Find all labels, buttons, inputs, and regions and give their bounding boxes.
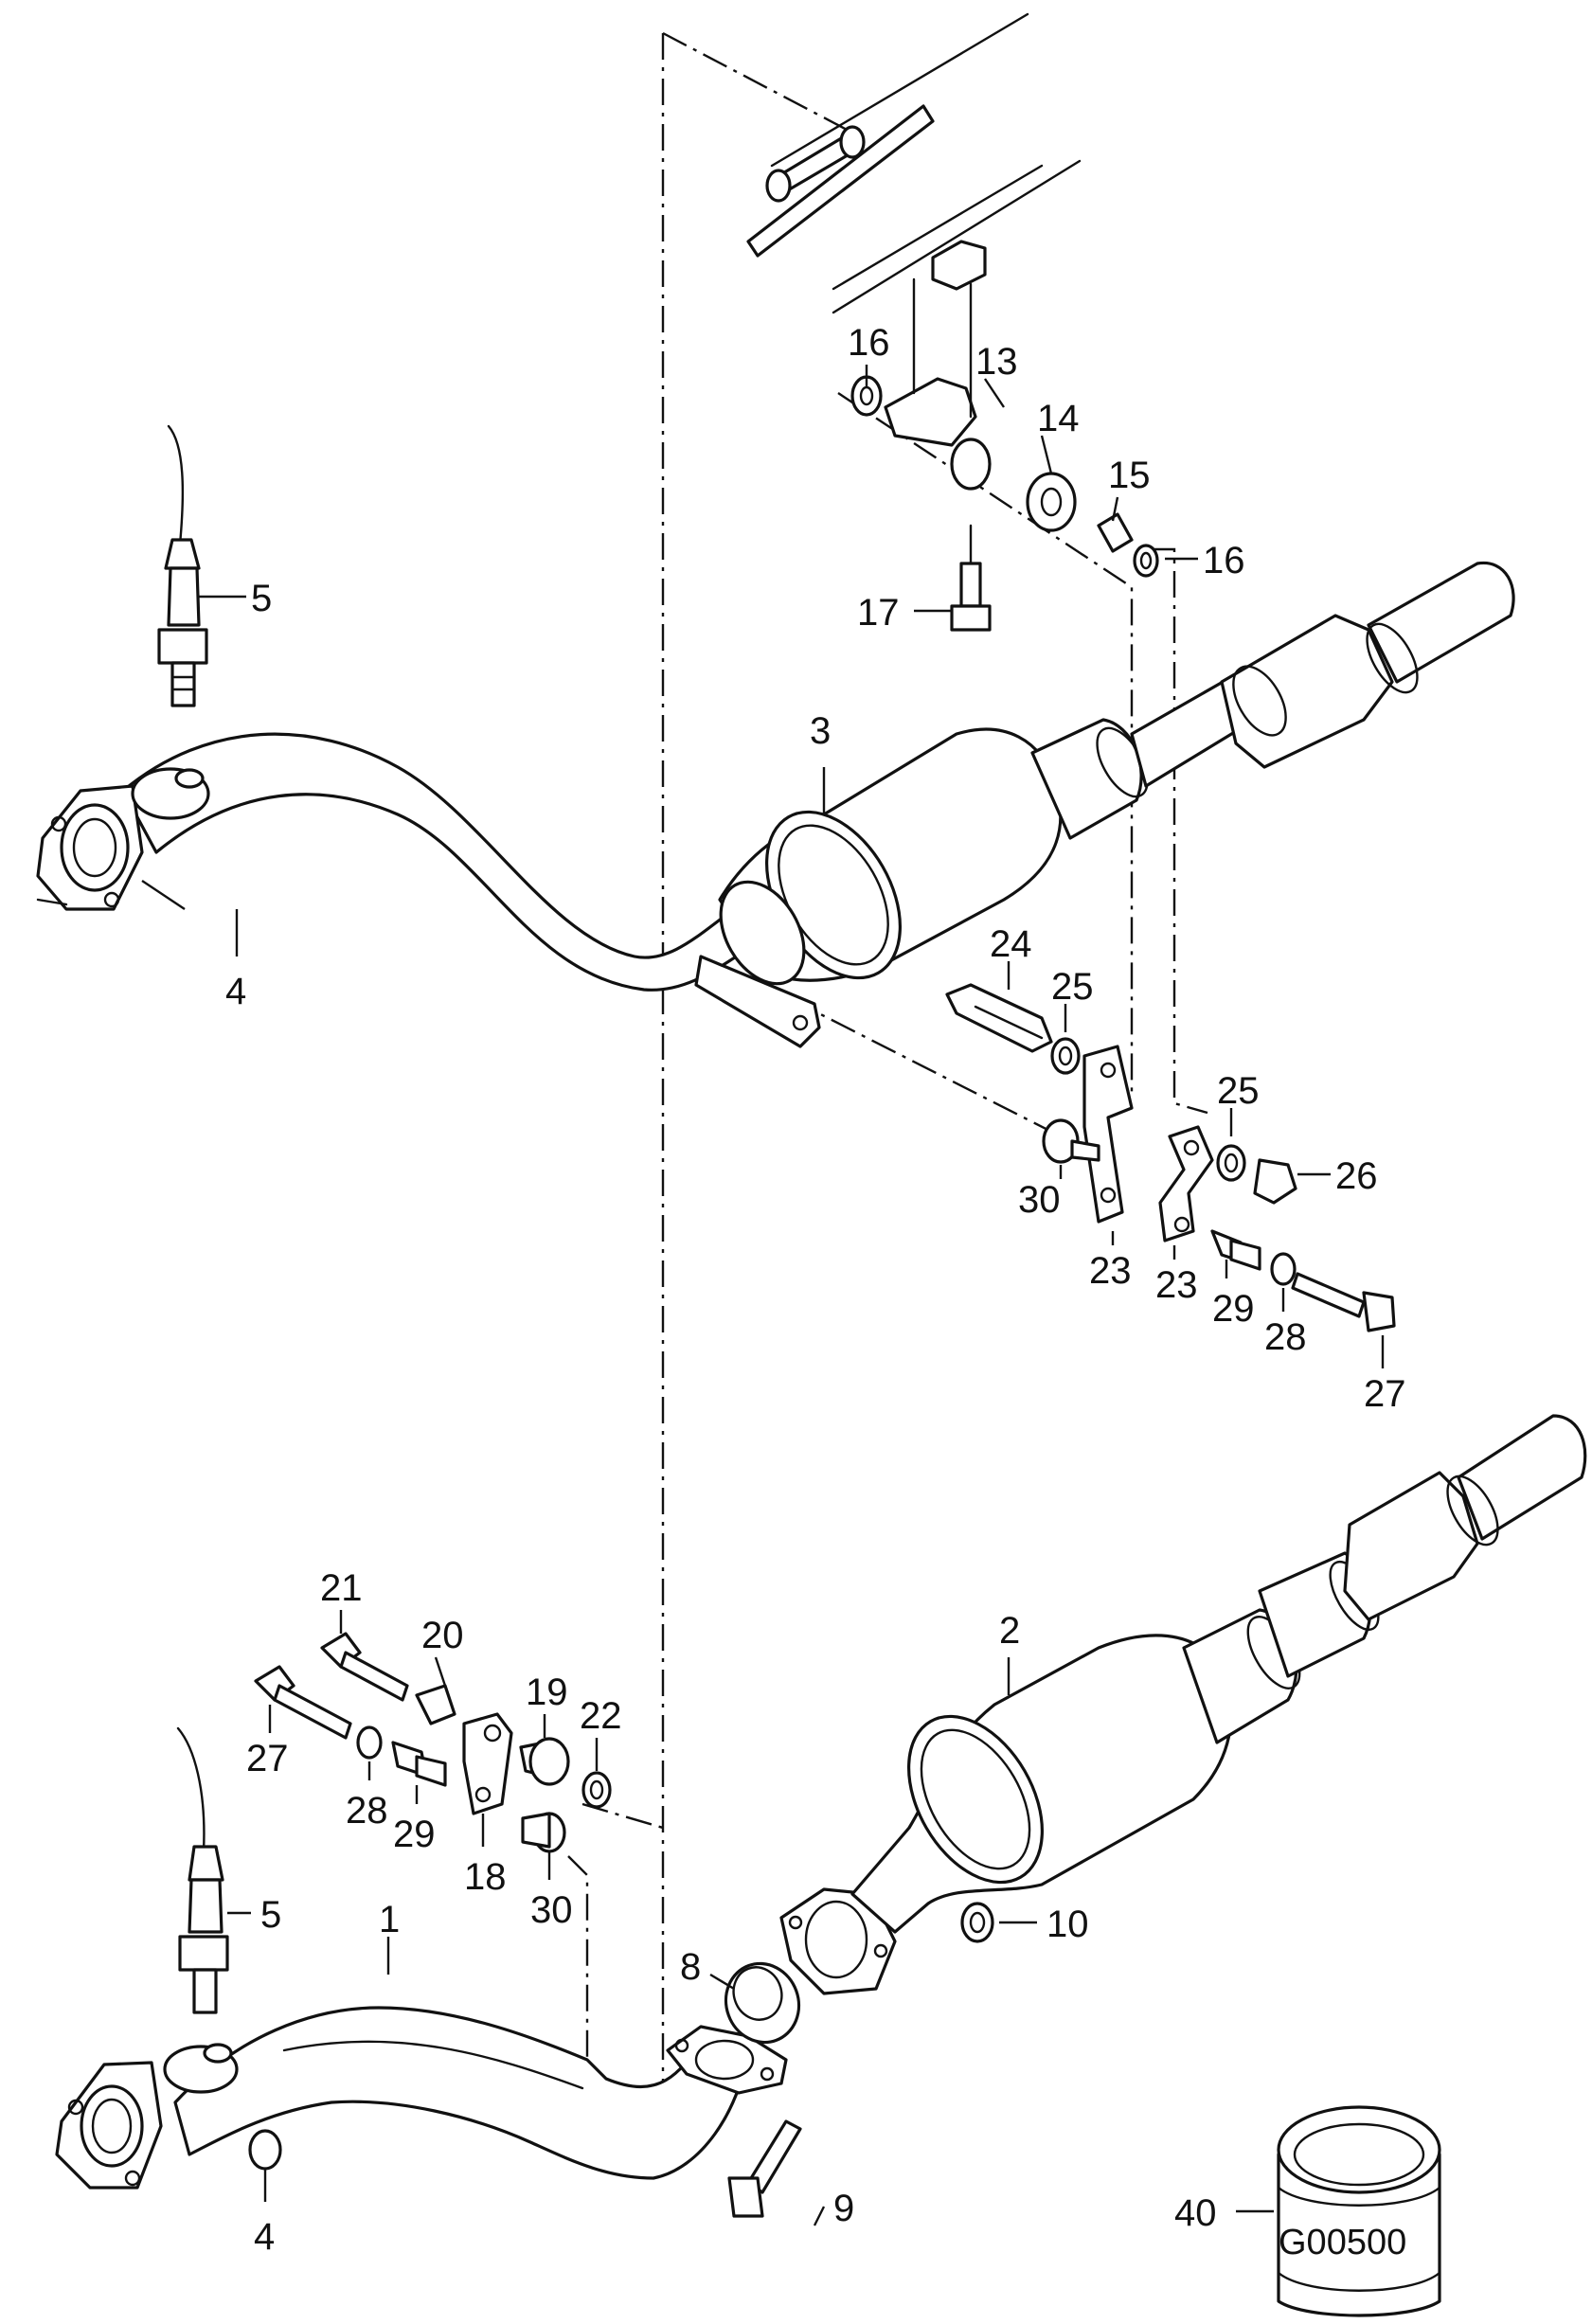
callout-25-right: 25 <box>1217 1070 1260 1112</box>
callout-22: 22 <box>580 1695 622 1737</box>
oxygen-sensor-lower <box>176 1726 229 2014</box>
vehicle-underbody <box>746 12 1082 314</box>
callout-21: 21 <box>320 1567 363 1609</box>
callout-5-lower: 5 <box>260 1894 281 1936</box>
callout-9: 9 <box>833 2188 854 2229</box>
lower-exhaust-assembly <box>55 1414 1587 2218</box>
callout-4-upper: 4 <box>225 971 246 1012</box>
callout-28-upper: 28 <box>1264 1316 1307 1358</box>
callout-17: 17 <box>857 592 900 634</box>
leader-lines <box>141 365 1385 2226</box>
callout-3: 3 <box>810 710 831 752</box>
callout-1: 1 <box>379 1899 400 1940</box>
callout-24: 24 <box>990 923 1032 965</box>
callout-19: 19 <box>526 1671 568 1713</box>
callout-5-upper: 5 <box>251 578 272 619</box>
callout-27-lower: 27 <box>246 1738 289 1779</box>
callout-20: 20 <box>421 1615 464 1656</box>
callout-10: 10 <box>1046 1904 1089 1945</box>
callout-16-upper-right: 16 <box>1203 540 1245 581</box>
upper-hanger-parts <box>945 983 1396 1332</box>
callout-30-lower: 30 <box>530 1889 573 1931</box>
sleeve-g00500: G00500 <box>1277 2105 1441 2317</box>
callout-29-lower: 29 <box>393 1814 436 1855</box>
callout-4-lower: 4 <box>254 2216 275 2258</box>
callout-14: 14 <box>1037 398 1080 439</box>
callout-8: 8 <box>680 1946 701 1988</box>
callout-15: 15 <box>1108 455 1151 496</box>
callout-23-left: 23 <box>1089 1250 1132 1292</box>
upper-exhaust-assembly <box>36 561 1515 1048</box>
upper-mount-parts <box>850 277 1159 632</box>
callout-13: 13 <box>975 341 1018 383</box>
callout-25-left: 25 <box>1051 966 1094 1008</box>
callout-26: 26 <box>1335 1155 1378 1197</box>
callout-30-upper: 30 <box>1018 1179 1061 1221</box>
lower-mount-parts <box>254 1632 612 1853</box>
callout-40: 40 <box>1174 2192 1217 2234</box>
callout-28-lower: 28 <box>346 1790 388 1832</box>
callout-2: 2 <box>999 1610 1020 1652</box>
sleeve-code-label: G00500 <box>1279 2223 1406 2262</box>
callout-23-right: 23 <box>1155 1264 1198 1306</box>
callout-labels: 5 4 3 16 13 14 15 16 17 24 25 25 26 30 2… <box>225 322 1406 2258</box>
callout-16-upper-left: 16 <box>848 322 890 364</box>
callout-27-upper: 27 <box>1364 1373 1406 1415</box>
callout-18: 18 <box>464 1856 507 1898</box>
oxygen-sensor-upper <box>157 424 208 707</box>
callout-29-upper: 29 <box>1212 1288 1255 1330</box>
